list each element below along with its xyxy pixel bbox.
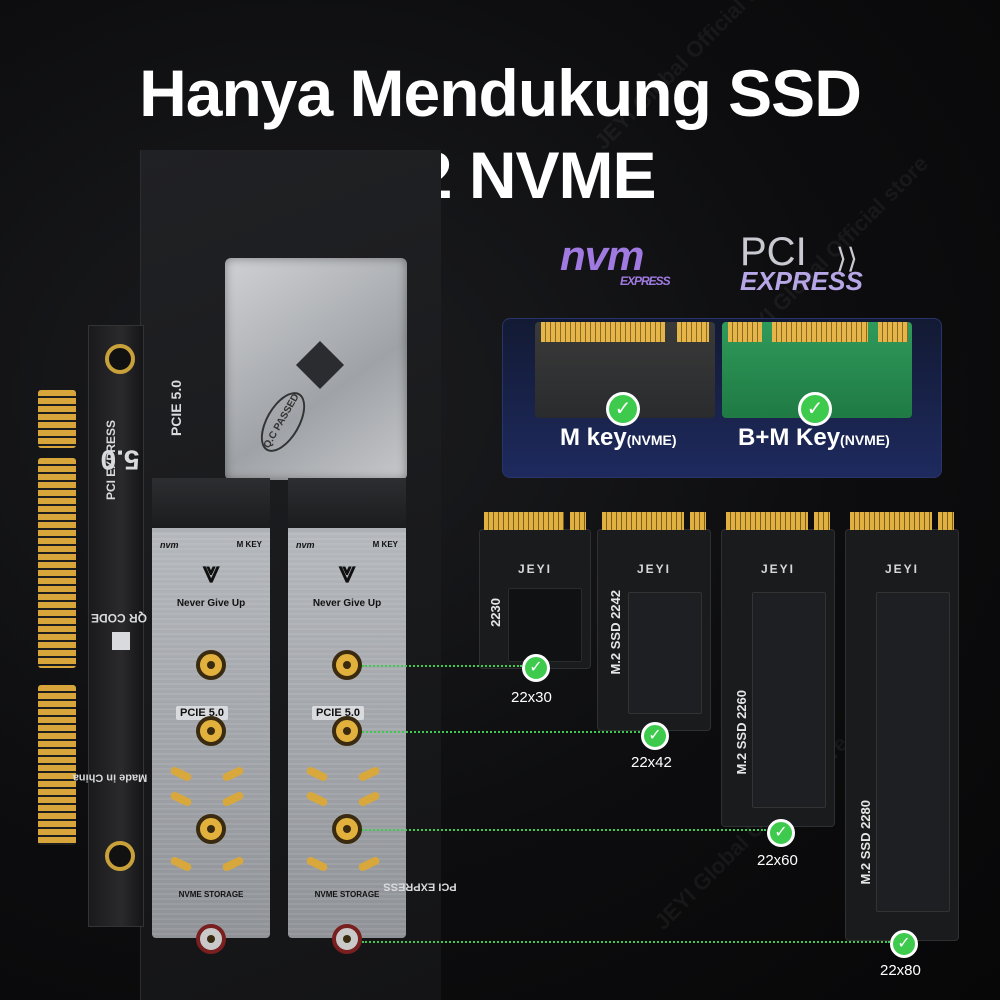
controller-die <box>295 340 345 390</box>
ssd-2260: JEYI M.2 SSD 2260 <box>722 512 834 826</box>
qr-square <box>112 632 130 650</box>
standoff-pad <box>332 814 362 844</box>
card-bracket <box>88 325 144 927</box>
bm-key-sub: (NVME) <box>840 432 890 448</box>
connector-line-2280 <box>362 941 890 943</box>
page-title: Hanya Mendukung SSD M.2 NVME <box>0 52 1000 216</box>
ssd-gold-fingers <box>602 512 684 530</box>
standoff-pad <box>196 924 226 954</box>
nvm-logo-sub: EXPRESS <box>620 274 671 288</box>
bm-key-label: B+M Key(NVME) <box>738 424 890 452</box>
pci-express-logo: PCI ⟩⟩ EXPRESS <box>740 230 863 296</box>
check-icon: ✓ <box>522 654 550 682</box>
ssd-2230: JEYI 2230 <box>480 512 590 668</box>
m2-slot-heatsink-right: nvm M KEY ⩔ Never Give Up PCIE 5.0 NVME … <box>288 478 406 938</box>
mkey-label: M KEY <box>236 540 262 549</box>
m-key-sub: (NVME) <box>626 432 677 448</box>
check-icon: ✓ <box>798 392 832 426</box>
ssd-gold-fingers <box>570 512 586 530</box>
ssd-nand <box>752 592 826 808</box>
m-key-gold-fingers <box>541 322 665 342</box>
ssd-2242: JEYI M.2 SSD 2242 <box>598 512 710 730</box>
ssd-controller <box>508 588 582 662</box>
ssd-brand: JEYI <box>884 562 919 576</box>
check-icon: ✓ <box>641 722 669 750</box>
slogan: Never Give Up <box>312 598 382 609</box>
nvme-storage-label: NVME STORAGE <box>314 890 380 899</box>
gold-fingers-bottom <box>38 685 76 845</box>
ssd-brand: JEYI <box>636 562 671 576</box>
size-label-2280: 22x80 <box>880 962 921 979</box>
card-version: 5.0 <box>100 444 140 476</box>
standoff-pad <box>196 814 226 844</box>
nvm-mini-logo: nvm <box>160 540 179 550</box>
nvme-storage-label: NVME STORAGE <box>178 890 244 899</box>
standoff-pad <box>332 716 362 746</box>
bracket-hole <box>105 841 135 871</box>
title-line-1: Hanya Mendukung SSD <box>139 56 862 130</box>
ssd-gold-fingers <box>938 512 954 530</box>
m-key-label: M key(NVME) <box>560 424 676 452</box>
ssd-gold-fingers <box>726 512 808 530</box>
bm-key-gold-fingers <box>772 322 868 342</box>
ssd-2280: JEYI M.2 SSD 2280 <box>846 512 958 940</box>
ssd-brand: JEYI <box>517 562 552 576</box>
standoff-pad <box>196 650 226 680</box>
check-icon: ✓ <box>890 930 918 958</box>
check-icon: ✓ <box>767 819 795 847</box>
standoff-pad <box>196 716 226 746</box>
brand-logo-icon: ⩔ <box>338 556 356 589</box>
gold-fingers-top <box>38 390 76 448</box>
m-key-text: M key <box>560 424 627 451</box>
card-qr-label: QR CODE <box>90 611 148 626</box>
size-label-2260: 22x60 <box>757 852 798 869</box>
m2-slot <box>152 478 270 532</box>
ssd-model: M.2 SSD 2260 <box>734 690 749 775</box>
card-pcie-label: PCIE 5.0 <box>168 380 184 437</box>
ssd-nand <box>876 592 950 912</box>
card-made-in: Made in China <box>72 771 148 784</box>
mkey-label: M KEY <box>372 540 398 549</box>
m2-slot <box>288 478 406 532</box>
connector-line-2260 <box>362 829 766 831</box>
standoff-pad <box>332 924 362 954</box>
controller-heatspreader <box>225 258 407 480</box>
ssd-gold-fingers <box>850 512 932 530</box>
size-label-2242: 22x42 <box>631 754 672 771</box>
size-label-2230: 22x30 <box>511 689 552 706</box>
ssd-gold-fingers <box>814 512 830 530</box>
nvm-logo-text: nvm <box>560 232 644 279</box>
connector-line-2242 <box>362 731 640 733</box>
ssd-model: M.2 SSD 2280 <box>858 800 873 885</box>
bm-key-gold-fingers-small <box>728 322 762 342</box>
ssd-model: M.2 SSD 2242 <box>608 590 623 675</box>
connector-line-2230 <box>362 665 522 667</box>
chevron-right-icon: ⟩⟩ <box>836 243 858 274</box>
bm-key-text: B+M Key <box>738 424 841 451</box>
ssd-brand: JEYI <box>760 562 795 576</box>
nvm-express-logo: nvm EXPRESS <box>560 232 671 288</box>
ssd-nand <box>628 592 702 714</box>
brand-logo-icon: ⩔ <box>202 556 220 589</box>
bm-key-gold-fingers-right <box>878 322 908 342</box>
ssd-gold-fingers <box>690 512 706 530</box>
m-key-gold-fingers-small <box>677 322 709 342</box>
standoff-pad <box>332 650 362 680</box>
ssd-model: 2230 <box>488 598 503 627</box>
card-pci-express-bottom: PCI EXPRESS <box>383 880 457 893</box>
gold-fingers-mid <box>38 458 76 668</box>
pci-logo-sub: EXPRESS <box>740 266 863 296</box>
check-icon: ✓ <box>606 392 640 426</box>
ssd-gold-fingers <box>484 512 564 530</box>
m2-slot-heatsink-left: nvm M KEY ⩔ Never Give Up PCIE 5.0 NVME … <box>152 478 270 938</box>
bracket-hole <box>105 344 135 374</box>
slogan: Never Give Up <box>176 598 246 609</box>
nvm-mini-logo: nvm <box>296 540 315 550</box>
pci-logo-text: PCI <box>740 230 807 274</box>
